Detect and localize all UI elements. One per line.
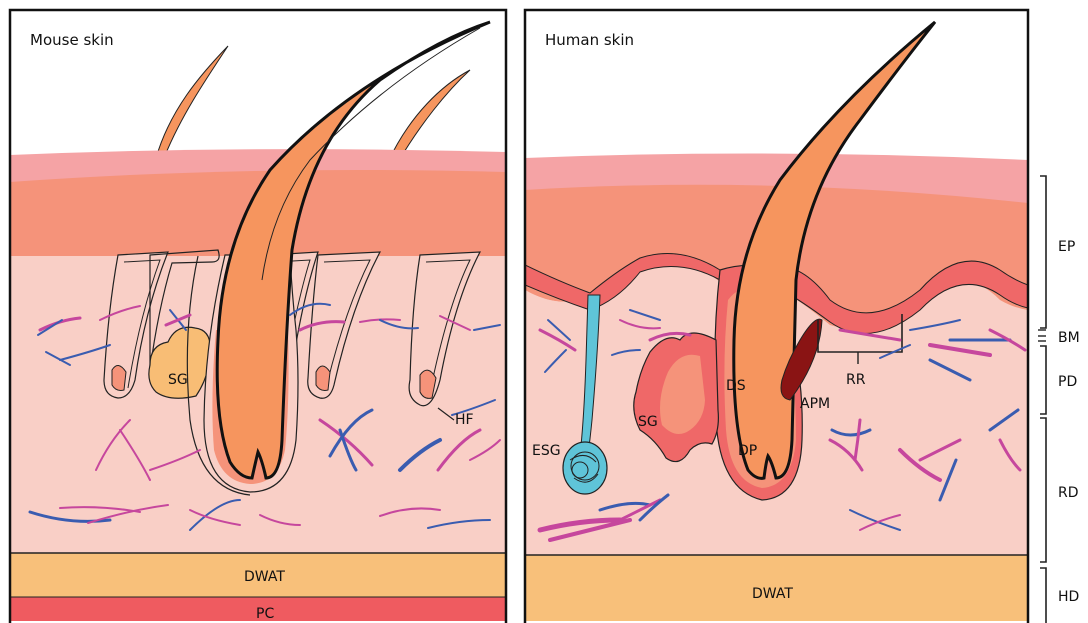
human-dp-label: DP — [738, 443, 757, 459]
human-ds-label: DS — [726, 378, 746, 394]
human-skin-panel — [525, 10, 1028, 623]
human-apm-label: APM — [800, 396, 830, 412]
human-sweat-coil — [563, 442, 607, 494]
layer-label-ep: EP — [1058, 239, 1075, 255]
layer-brackets — [1038, 176, 1046, 623]
mouse-panel-title: Mouse skin — [30, 31, 114, 49]
layer-label-rd: RD — [1058, 485, 1079, 501]
mouse-pc-label: PC — [256, 606, 274, 622]
human-sg-label: SG — [638, 414, 658, 430]
mouse-hf-label: HF — [455, 412, 474, 428]
layer-label-pd: PD — [1058, 374, 1077, 390]
layer-label-hd: HD — [1058, 589, 1079, 605]
mouse-dwat-label: DWAT — [244, 569, 285, 585]
human-panel-title: Human skin — [545, 31, 634, 49]
human-rr-label: RR — [846, 372, 866, 388]
human-esg-label: ESG — [532, 443, 561, 459]
mouse-skin-panel — [10, 10, 506, 623]
layer-label-bm: BM — [1058, 330, 1080, 346]
human-dwat-label: DWAT — [752, 586, 793, 602]
mouse-sg-label: SG — [168, 372, 188, 388]
